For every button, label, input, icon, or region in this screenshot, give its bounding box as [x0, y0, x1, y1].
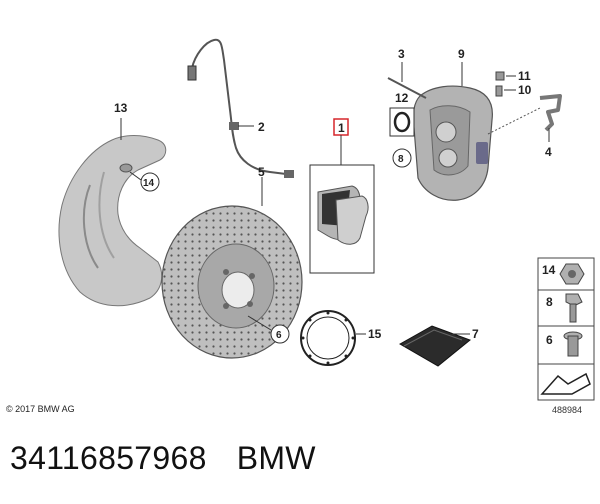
diagram-id: 488984: [552, 405, 583, 415]
fasteners-part[interactable]: [495, 71, 505, 97]
svg-text:14: 14: [143, 178, 155, 189]
copyright: © 2017 BMW AG: [6, 404, 75, 414]
pad-frame: [309, 164, 375, 274]
callout-14-on-shield[interactable]: 14: [129, 171, 160, 192]
panel-label-14[interactable]: 14: [542, 263, 556, 277]
screw-icon: [563, 331, 583, 357]
panel-label-8[interactable]: 8: [546, 295, 553, 309]
callout-5[interactable]: 5: [258, 165, 265, 179]
callout-10[interactable]: 10: [518, 83, 532, 97]
callout-7[interactable]: 7: [472, 327, 479, 341]
seal-part[interactable]: [389, 107, 415, 137]
callout-9[interactable]: 9: [458, 47, 465, 61]
callout-11[interactable]: 11: [518, 69, 531, 83]
callout-2[interactable]: 2: [258, 120, 265, 134]
brake-shield-part[interactable]: [58, 135, 167, 307]
callout-4[interactable]: 4: [545, 145, 552, 159]
callout-8-on-caliper[interactable]: 8: [392, 148, 412, 168]
callout-15[interactable]: 15: [368, 327, 382, 341]
panel-label-6[interactable]: 6: [546, 333, 553, 347]
bolt-icon: [565, 293, 583, 323]
svg-text:8: 8: [398, 154, 404, 165]
brake-rotor-part[interactable]: [161, 205, 303, 359]
callout-3[interactable]: 3: [398, 47, 405, 61]
part-number: 34116857968: [10, 440, 207, 476]
brand-name: BMW: [236, 440, 316, 476]
caption: 34116857968 BMW: [10, 440, 316, 477]
svg-text:6: 6: [276, 330, 282, 341]
bleed-pin-part[interactable]: [387, 77, 427, 99]
brake-pads-part[interactable]: [317, 185, 369, 245]
wear-sensor-part[interactable]: [187, 38, 294, 178]
nut-icon: [559, 263, 585, 285]
parts-diagram: 13 14 2 1 5 6: [58, 38, 595, 401]
callout-1[interactable]: 1: [338, 121, 345, 135]
callout-12[interactable]: 12: [395, 91, 409, 105]
callout-6-on-rotor[interactable]: 6: [247, 315, 290, 344]
brake-caliper-part[interactable]: [412, 85, 493, 201]
spring-clip-part[interactable]: [487, 94, 562, 135]
sachet-part[interactable]: [398, 325, 471, 367]
arrow-icon: [540, 372, 591, 395]
callout-13[interactable]: 13: [114, 101, 128, 115]
gasket-ring-part[interactable]: [300, 310, 356, 366]
